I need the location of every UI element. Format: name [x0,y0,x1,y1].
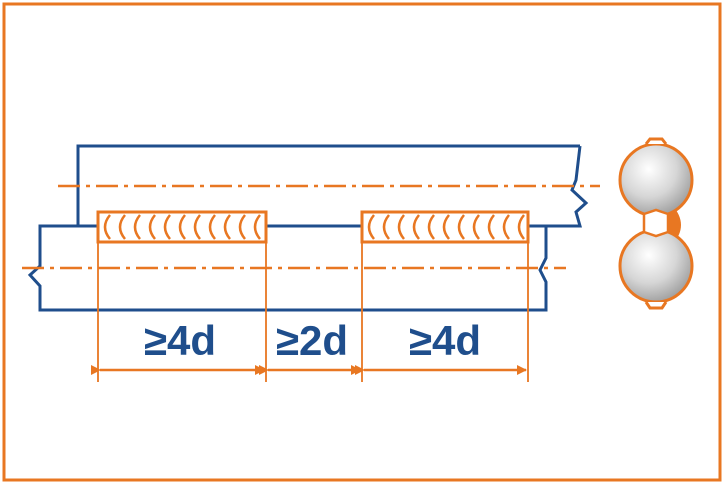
bar-section-top [618,142,694,218]
weld-bead [457,214,465,240]
dim-label-1: ≥4d [144,317,216,364]
weld-bead [148,214,156,240]
weld-bead [208,214,216,240]
weld-bead [103,214,111,240]
weld-seam-right [360,210,530,244]
weld-bead [133,214,141,240]
weld-bead [442,214,450,240]
weld-bead [412,214,420,240]
weld-bead [193,214,201,240]
extension-lines [97,242,529,382]
upper-bar [76,144,589,228]
bar-section-bottom [618,228,694,304]
dim-label-2: ≥2d [276,317,348,364]
weld-bead [223,214,231,240]
weld-bead [397,214,405,240]
weld-bead [163,214,171,240]
weld-bead [517,214,525,240]
weld-bead [367,214,375,240]
lower-bar [27,224,548,312]
weld-bead [253,214,261,240]
weld-bead [472,214,480,240]
weld-bead [427,214,435,240]
weld-bead [178,214,186,240]
dim-label-3: ≥4d [409,317,481,364]
weld-bead [382,214,390,240]
weld-bead [118,214,126,240]
weld-seam-left [96,210,268,244]
weld-bead [502,214,510,240]
weld-bead [238,214,246,240]
cross-section [618,137,694,310]
weld-bead [487,214,495,240]
